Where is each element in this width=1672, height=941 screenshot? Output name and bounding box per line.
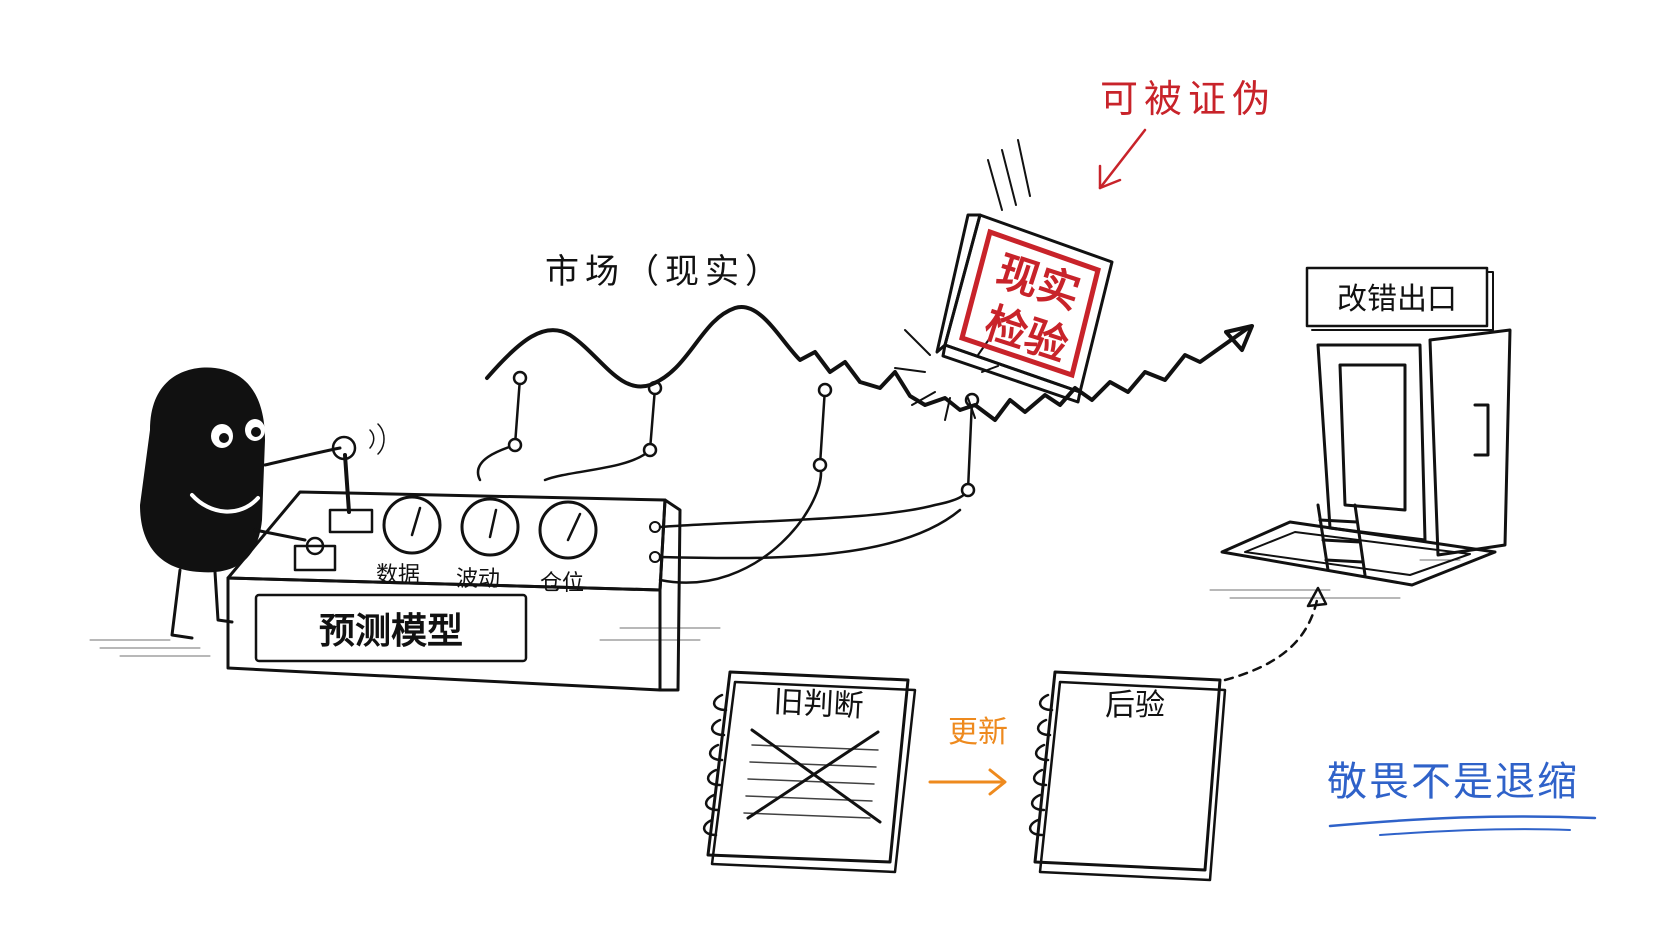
prediction-model-box: 预测模型 数据 波动 仓位 (226, 423, 682, 692)
svg-text:波动: 波动 (456, 567, 500, 592)
model-plate (254, 593, 528, 663)
update-label: 更新 (948, 715, 1008, 750)
black-blob-character (140, 367, 342, 640)
gauge-volatility: 波动 (456, 497, 520, 592)
falsifiable-annotation: 可被证伪 (1098, 77, 1276, 190)
exit-sign: 改错出口 (1305, 266, 1494, 331)
market-price-line: 市场（现实） (485, 252, 1254, 422)
impact-burst (894, 139, 1031, 421)
posterior-notebook: 后验 (1029, 670, 1227, 882)
gauge-data: 数据 (376, 495, 442, 588)
model-plate-label: 预测模型 (319, 611, 463, 652)
motto-label: 敬畏不是退缩 (1327, 759, 1579, 805)
old-judgment-notebook: 旧判断 (703, 670, 917, 874)
market-label: 市场（现实） (545, 252, 785, 292)
joystick-lever (328, 423, 385, 534)
falsifiable-label: 可被证伪 (1100, 77, 1276, 121)
reality-check-stamp: 现实 检验 (935, 213, 1114, 404)
exit-sign-label: 改错出口 (1337, 282, 1457, 317)
ground-hatching (89, 559, 1461, 657)
svg-text:仓位: 仓位 (540, 571, 584, 596)
posterior-label: 后验 (1105, 688, 1165, 723)
svg-text:数据: 数据 (376, 563, 420, 588)
hatch-door (1220, 328, 1512, 587)
smile (190, 493, 260, 514)
motto: 敬畏不是退缩 (1327, 759, 1597, 836)
sensor-wires (476, 370, 980, 584)
gauge-position: 仓位 (538, 500, 598, 596)
posterior-to-exit-arrow (1223, 593, 1320, 682)
update-arrow: 更新 (928, 715, 1008, 796)
toggle-switch (293, 536, 337, 572)
old-judgment-label: 旧判断 (773, 685, 865, 725)
